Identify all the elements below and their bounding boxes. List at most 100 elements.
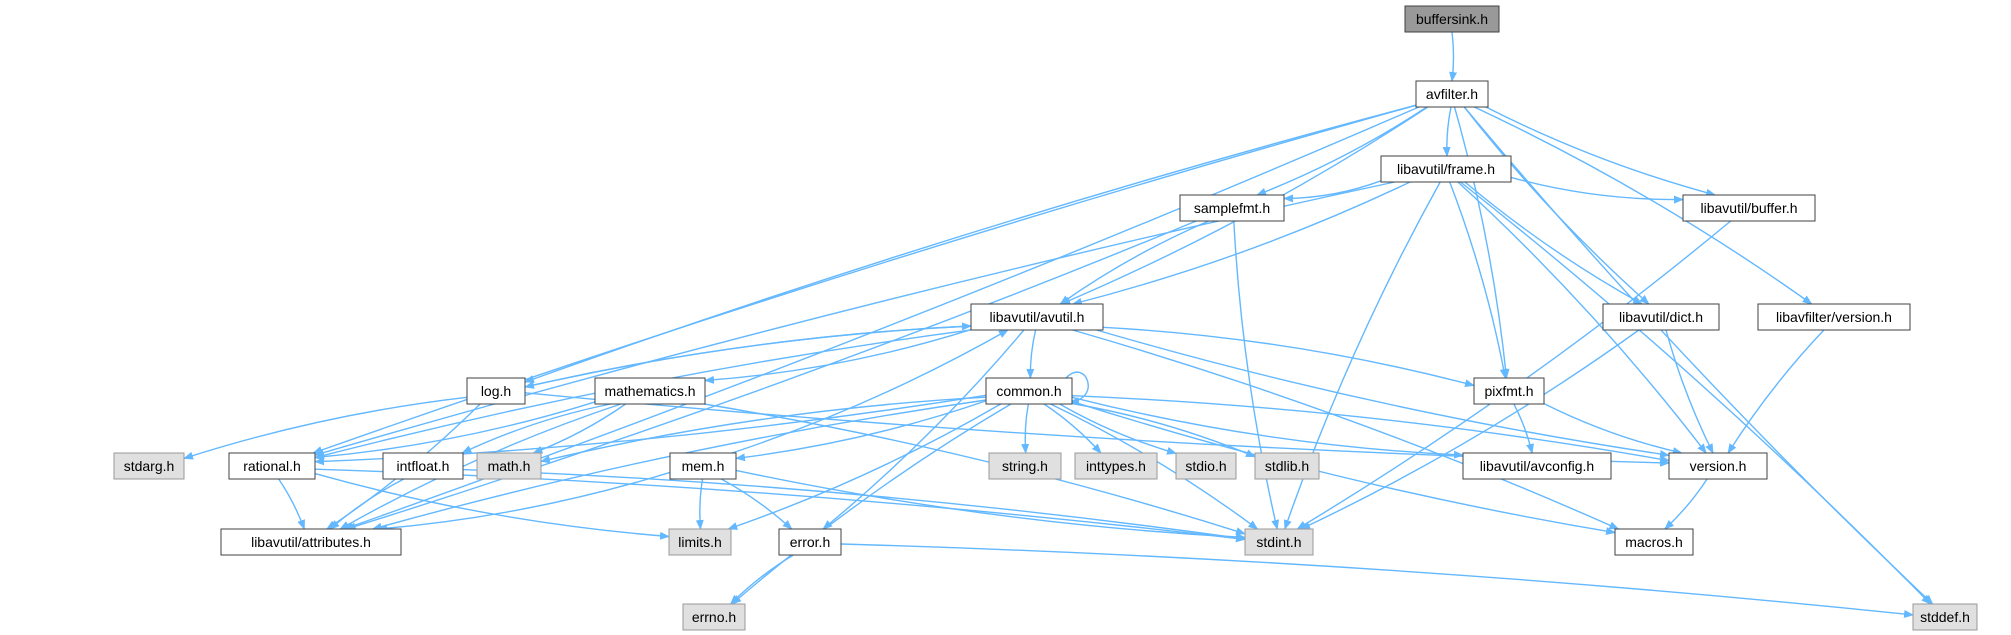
node-label-string: string.h [1002,458,1048,474]
edge-frame-to-buffer [1510,176,1684,204]
node-label-error: error.h [790,534,830,550]
node-mathematics[interactable]: mathematics.h [594,377,706,405]
node-label-limits: limits.h [678,534,722,550]
node-attributes[interactable]: libavutil/attributes.h [220,528,402,556]
node-box-common [985,377,1073,405]
node-dict[interactable]: libavutil/dict.h [1602,303,1720,331]
node-box-mem [669,452,737,480]
node-label-lfversion: libavfilter/version.h [1776,309,1892,325]
node-box-log [466,377,526,405]
node-box-pixfmt [1473,377,1545,405]
edge-common-to-common [1065,371,1089,406]
node-buffersink[interactable]: buffersink.h [1404,5,1500,33]
edge-frame-to-avutil [1071,181,1411,306]
node-box-intfloat [382,452,464,480]
edge-rational-to-attributes [278,478,305,530]
node-box-buffer [1682,194,1816,222]
edge-avfilter-to-pixfmt [1453,106,1510,379]
node-label-attributes: libavutil/attributes.h [251,534,371,550]
edge-common-to-stdio [1059,403,1177,455]
node-mem[interactable]: mem.h [669,452,737,480]
node-intfloat[interactable]: intfloat.h [382,452,464,480]
node-label-stddef: stddef.h [1920,609,1970,625]
edge-mem-to-stdint [735,469,1246,542]
edge-frame-to-version [1457,181,1707,454]
node-label-avutil: libavutil/avutil.h [990,309,1085,325]
node-frame[interactable]: libavutil/frame.h [1380,155,1512,183]
edge-dict-to-version [1665,329,1714,454]
node-errno: errno.h [682,603,746,631]
edge-common-to-math [540,396,987,464]
edge-avutil-to-version [1096,329,1670,458]
node-pixfmt[interactable]: pixfmt.h [1473,377,1545,405]
node-label-errno: errno.h [692,609,736,625]
edge-lfversion-to-version [1727,329,1825,454]
node-avconfig[interactable]: libavutil/avconfig.h [1462,452,1612,480]
node-box-avutil [970,303,1104,331]
edge-intfloat-to-stdint [462,468,1246,542]
edge-frame-to-pixfmt [1449,181,1508,379]
edge-mathematics-to-intfloat [461,403,611,454]
node-stdint: stdint.h [1244,528,1314,556]
node-avfilter[interactable]: avfilter.h [1415,80,1489,108]
edge-mathematics-to-math [532,403,627,454]
edge-mem-to-attributes [377,471,671,533]
edge-avutil-to-pixfmt [1102,326,1475,388]
node-box-string [988,452,1062,480]
edge-avfilter-to-stddef [1463,106,1934,605]
node-samplefmt[interactable]: samplefmt.h [1179,194,1285,222]
edge-frame-to-stdint [1283,181,1441,530]
node-version[interactable]: version.h [1668,452,1768,480]
node-error[interactable]: error.h [778,528,842,556]
edge-mem-to-error [720,478,793,530]
node-box-lfversion [1757,303,1911,331]
node-common[interactable]: common.h [985,377,1073,405]
node-rational[interactable]: rational.h [228,452,316,480]
edge-buffersink-to-avfilter [1449,31,1458,82]
edge-log-to-avutil [524,322,972,388]
node-macros[interactable]: macros.h [1614,528,1694,556]
node-label-avconfig: libavutil/avconfig.h [1480,458,1594,474]
edge-pixfmt-to-avconfig [1513,403,1534,454]
node-avutil[interactable]: libavutil/avutil.h [970,303,1104,331]
node-box-version [1668,452,1768,480]
node-stdlib: stdlib.h [1254,452,1320,480]
node-box-attributes [220,528,402,556]
edge-log-to-stdarg [183,396,468,460]
node-label-samplefmt: samplefmt.h [1194,200,1270,216]
edge-mem-to-limits [695,478,704,530]
node-box-stdarg [113,452,185,480]
edge-version-to-macros [1664,478,1708,530]
node-label-pixfmt: pixfmt.h [1484,383,1533,399]
node-box-errno [682,603,746,631]
node-label-common: common.h [996,383,1061,399]
edge-common-to-stdlib [1071,402,1256,458]
edge-avutil-to-macros [1072,329,1620,530]
node-lfversion[interactable]: libavfilter/version.h [1757,303,1911,331]
node-label-rational: rational.h [243,458,301,474]
edge-frame-to-dict [1464,181,1643,305]
node-label-math: math.h [488,458,531,474]
node-label-stdarg: stdarg.h [124,458,175,474]
node-label-mem: mem.h [682,458,725,474]
node-box-mathematics [594,377,706,405]
node-label-macros: macros.h [1625,534,1683,550]
node-label-buffersink: buffersink.h [1416,11,1488,27]
edge-dict-to-stdint [1300,329,1640,530]
node-label-dict: libavutil/dict.h [1619,309,1703,325]
edge-samplefmt-to-attributes [345,220,1197,531]
edge-mathematics-to-rational [314,401,596,461]
node-box-stdint [1244,528,1314,556]
nodes-layer: buffersink.h avfilter.h libavutil/frame.h s… [113,5,1978,631]
node-label-avfilter: avfilter.h [1426,86,1478,102]
node-buffer[interactable]: libavutil/buffer.h [1682,194,1816,222]
edge-avfilter-to-log [524,104,1417,383]
node-stdarg: stdarg.h [113,452,185,480]
edge-avutil-to-common [1026,329,1037,379]
node-label-stdio: stdio.h [1185,458,1226,474]
edge-samplefmt-to-avutil [1059,220,1209,305]
node-log[interactable]: log.h [466,377,526,405]
node-label-log: log.h [481,383,511,399]
node-stdio: stdio.h [1175,452,1237,480]
edge-samplefmt-to-stdint [1233,220,1280,530]
